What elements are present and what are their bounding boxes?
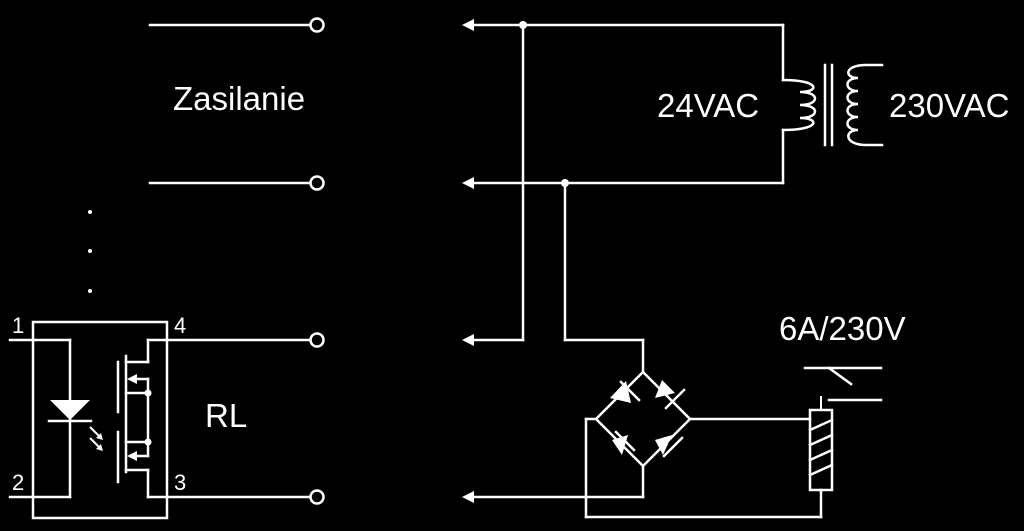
supply-label: Zasilanie (173, 80, 305, 117)
supply-wire-1 (148, 17, 325, 33)
terminal-1 (309, 17, 325, 33)
ssr-label: RL (205, 397, 247, 434)
terminal-4 (309, 489, 325, 505)
pin-3-label: 3 (174, 470, 186, 495)
pin-4-label: 4 (174, 313, 186, 338)
bridge-rectifier (584, 370, 812, 519)
mosfet-icon (116, 338, 152, 499)
transformer (781, 23, 884, 185)
continuation-dots (88, 210, 92, 293)
pin-2-label: 2 (12, 470, 24, 495)
primary-voltage-label: 230VAC (889, 87, 1009, 124)
ssr-output-wire-top (146, 332, 325, 348)
terminal-3 (309, 332, 325, 348)
terminal-2 (309, 175, 325, 191)
relay-rating-label: 6A/230V (779, 310, 906, 347)
supply-wire-2 (148, 175, 325, 191)
led-icon (47, 400, 103, 451)
junction-dot (519, 21, 527, 29)
relay-coil (584, 408, 834, 519)
diode-icon (655, 435, 684, 458)
pin-1-label: 1 (12, 313, 24, 338)
junction-dot (561, 179, 569, 187)
ssr-output-wire-bottom (146, 489, 325, 505)
relay-contact (803, 366, 883, 410)
diode-icon (655, 380, 686, 410)
diode-icon (612, 430, 636, 455)
secondary-voltage-label: 24VAC (657, 87, 759, 124)
solid-state-relay: 1 2 3 4 (8, 313, 186, 520)
diode-icon (610, 380, 641, 403)
